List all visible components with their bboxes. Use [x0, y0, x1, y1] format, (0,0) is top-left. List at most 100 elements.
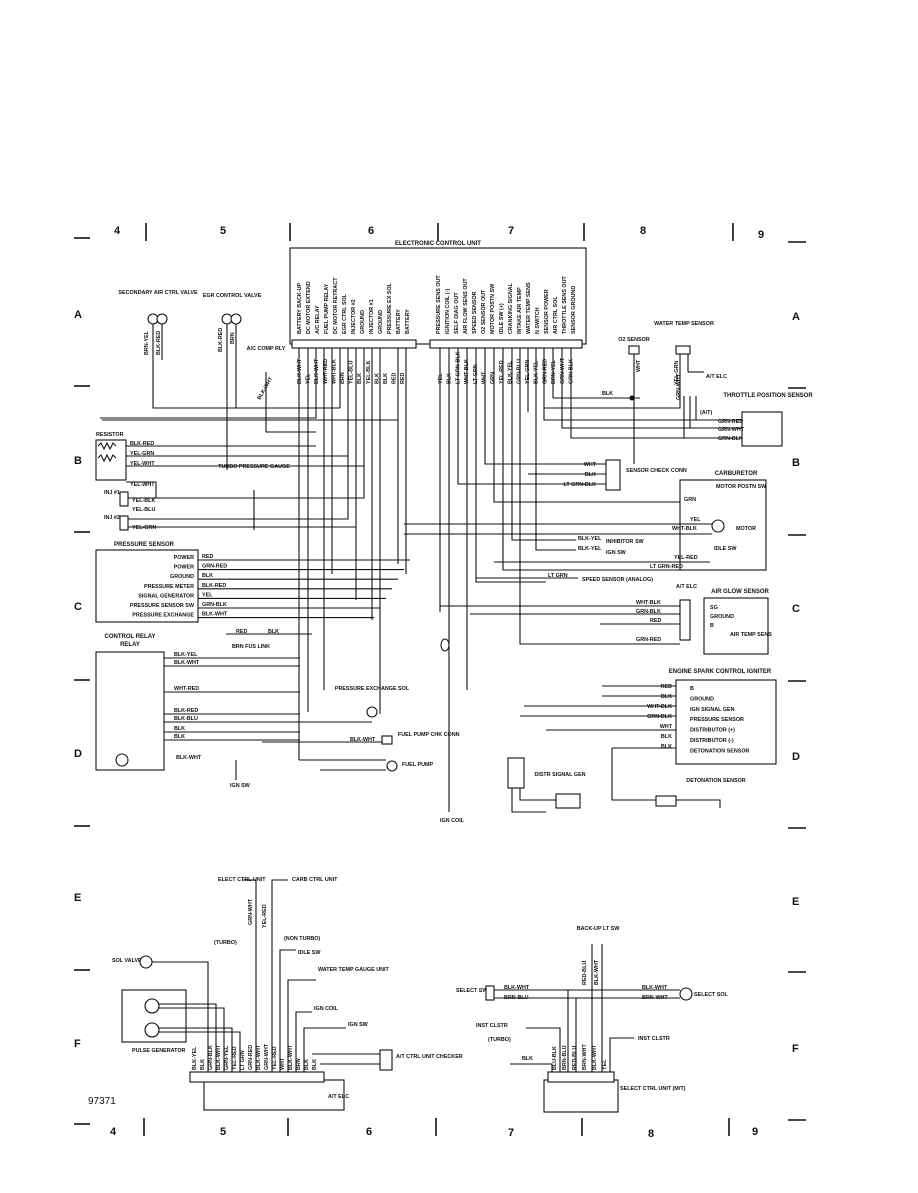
ecu-pin-label: EGR CTRL SOL [342, 293, 348, 334]
col-label: 6 [368, 225, 374, 237]
pressure-row-label: POWER [174, 565, 194, 571]
wire-label: WHT-BLK [636, 600, 661, 606]
wire-label: BLK [585, 472, 596, 478]
at-elc-section: ELECT CTRL UNIT CARB CTRL UNIT GRN-WHT Y… [112, 877, 463, 1111]
checker-label: A/T CTRL UNIT CHECKER [396, 1054, 463, 1060]
wire-label: BLK-WHT [594, 959, 600, 985]
inhibitor-label: INHIBITOR SW [606, 539, 645, 545]
water-temp-sensor: WATER TEMP SENSOR YEL-GRN A/T ELC [544, 321, 727, 409]
pulse-gen-label: PULSE GENERATOR [132, 1048, 186, 1054]
wire-label: BRN [340, 372, 346, 384]
ecu-pin-label: WATER TEMP SENS [526, 282, 532, 334]
wire-label: GRN-RED [542, 359, 548, 384]
wire-label: GRN-WHT [718, 427, 745, 433]
wire-label: BRN-WHT [582, 1044, 588, 1070]
ign-sw-label: IGN SW [230, 783, 251, 789]
row-label: E [792, 896, 799, 908]
wire-label: GRN-RED [636, 637, 661, 643]
col-label: 7 [508, 225, 514, 237]
wire-label: BLK-WHT [350, 737, 376, 743]
wire-label: BLK [661, 744, 672, 750]
ground-label: BLK [522, 1056, 533, 1062]
ign-sw-label: IGN SW [606, 550, 627, 556]
fuel-pump-check: BLK-WHT FUEL PUMP CHK CONN [262, 732, 460, 745]
turbo-label: (TURBO) [488, 1037, 511, 1043]
ecu-pin-label: BATTERY BACK-UP [297, 282, 303, 334]
sensor-check-label: SENSOR CHECK CONN [626, 468, 687, 474]
fus-link-label: BRN FUS LINK [232, 644, 270, 650]
igniter-row-label: PRESSURE SENSOR [690, 717, 744, 723]
turbo-gauge-label: TURBO PRESSURE GAUGE [218, 464, 290, 470]
wire-label: YEL-RED [272, 1046, 278, 1070]
pressure-row-label: GROUND [170, 574, 194, 580]
igniter-row-label: DISTRIBUTOR (-) [690, 738, 734, 744]
wire-label: BLK-WHT [174, 660, 200, 666]
turbo-pressure-gauge: TURBO PRESSURE GAUGE [218, 464, 290, 530]
grid-bottom: 4 5 6 7 8 9 [74, 1118, 806, 1140]
wire-label: WHT [660, 724, 673, 730]
wire-label: YEL-GRN [674, 361, 680, 385]
wire-label: YEL-RED [262, 904, 268, 928]
select-sol-label: SELECT SOL [694, 992, 729, 998]
pressure-row-label: PRESSURE SENSOR SW [130, 603, 195, 609]
wire-label: GRN-WHT [248, 898, 254, 925]
igniter-row-label: DETONATION SENSOR [690, 748, 750, 754]
wire-label: BRN-BLU [562, 1045, 568, 1070]
grid-right: A B C D E F [788, 311, 806, 1055]
water-gauge-label: WATER TEMP GAUGE UNIT [318, 967, 389, 973]
inhibitor-switch: BLK-YEL BLK-YEL INHIBITOR SW IGN SW [578, 536, 645, 556]
ecu-pin-label: DC MOTOR RETRACT [333, 277, 339, 334]
relay-wires: BLK-YELBLK-WHTWHT-REDBLK-REDBLK-BLUBLKBL… [164, 652, 372, 761]
wire-label: BLK-YEL [578, 536, 602, 542]
grid-left: A B C D E F [74, 309, 90, 1050]
air-glow-sensor: AIR GLOW SENSOR SG GROUND B AIR TEMP SEN… [440, 589, 772, 655]
ecu-pin-label: SPEED SENSOR [472, 291, 478, 334]
speed-sensor: LT GRN SPEED SENSOR (ANALOG) A/T ELC [476, 573, 697, 590]
col-label: 5 [220, 225, 226, 237]
wire-label: YEL-BLU [349, 361, 355, 384]
ecu-pin-label: SELF DIAG OUT [454, 292, 460, 334]
wire-label: YEL-RED [232, 1046, 238, 1070]
row-label: E [74, 892, 81, 904]
ground-blk: BLK [600, 391, 640, 401]
wire-label: BLK-YEL [192, 1046, 198, 1070]
control-relay-sub: RELAY [120, 642, 140, 648]
inst-clstr-label: INST CLSTR [476, 1023, 508, 1029]
ecu-pin-label: GROUND [378, 310, 384, 334]
wire-label: GRN-WHT [560, 357, 566, 384]
carb-ctrl-label: CARB CTRL UNIT [292, 877, 338, 883]
at-elc-label: A/T ELC [706, 374, 727, 380]
wire-label: BLK-YEL [174, 652, 198, 658]
row-label: C [792, 603, 800, 615]
control-relay-label: CONTROL RELAY [104, 634, 155, 640]
at-elc-label: A/T ELC [676, 584, 697, 590]
row-label: D [74, 748, 82, 760]
motor-postn-label: MOTOR POSTN SW [716, 484, 767, 490]
wire-label: GRN-RED [718, 419, 743, 425]
ac-comp-label: A/C COMP RLY [247, 346, 286, 352]
distr-signal-gen: DISTR SIGNAL GEN [507, 757, 586, 813]
select-unit-label: SELECT CTRL UNIT (M/T) [620, 1086, 686, 1092]
row-label: C [74, 601, 82, 613]
wire-label: BLK-RED [130, 441, 154, 447]
wire-label: BLK [304, 1059, 310, 1070]
o2-sensor: O2 SENSOR WHT [618, 337, 650, 464]
wire-label: RED [400, 373, 406, 384]
pressure-row-label: PRESSURE METER [144, 584, 194, 590]
wire-label: BLK [357, 373, 363, 384]
col-label: 7 [508, 1127, 514, 1139]
wire-label: BLK-WHT [642, 985, 668, 991]
wire-label: RED [202, 554, 213, 560]
wire-label: BLK [661, 734, 672, 740]
wire-label: GRN-YEL [224, 1045, 230, 1070]
ecu-pin-label: INTAKE AIR TEMP [517, 287, 523, 334]
wire-label: WHT-BLK [647, 704, 672, 710]
ecu-pin-label: AIR FLOW SENS OUT [463, 278, 469, 334]
ecu-pin-label: IGNITION COIL (-) [445, 289, 451, 334]
ecu-pin-label: SENSOR POWER [544, 289, 550, 334]
pressure-row-label: SIGNAL GENERATOR [138, 593, 194, 599]
wire-label: BLK-RED [218, 328, 224, 352]
